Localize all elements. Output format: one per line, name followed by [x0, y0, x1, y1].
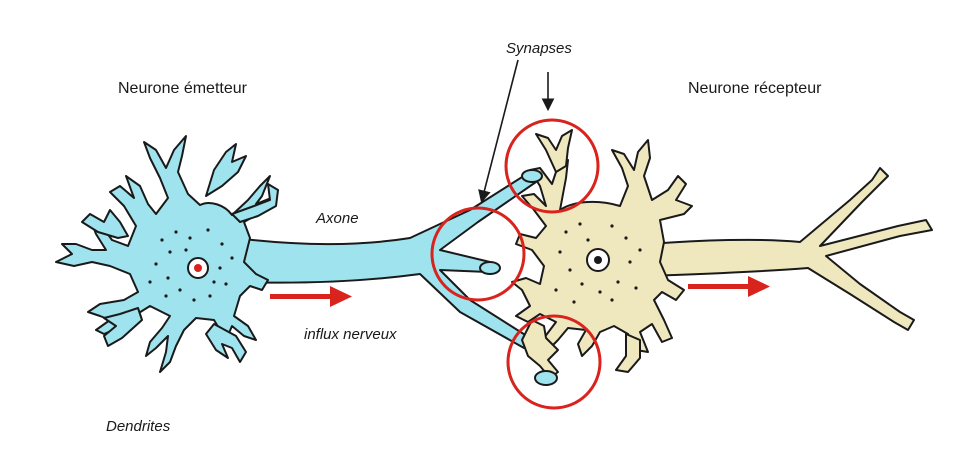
- receiver-nucleus: [587, 249, 609, 271]
- emitter-nucleus: [188, 258, 208, 278]
- axon-label: Axone: [316, 210, 359, 227]
- impulse-label: influx nerveux: [304, 326, 397, 343]
- emitter-label: Neurone émetteur: [118, 80, 247, 98]
- dendrites-label: Dendrites: [106, 418, 170, 435]
- synapses-label: Synapses: [506, 40, 572, 57]
- emitter-neuron: [56, 136, 536, 372]
- red-arrow-icon: [688, 276, 770, 297]
- red-arrow-icon: [270, 286, 352, 307]
- receiver-label: Neurone récepteur: [688, 80, 821, 98]
- receiver-neuron: [512, 130, 932, 378]
